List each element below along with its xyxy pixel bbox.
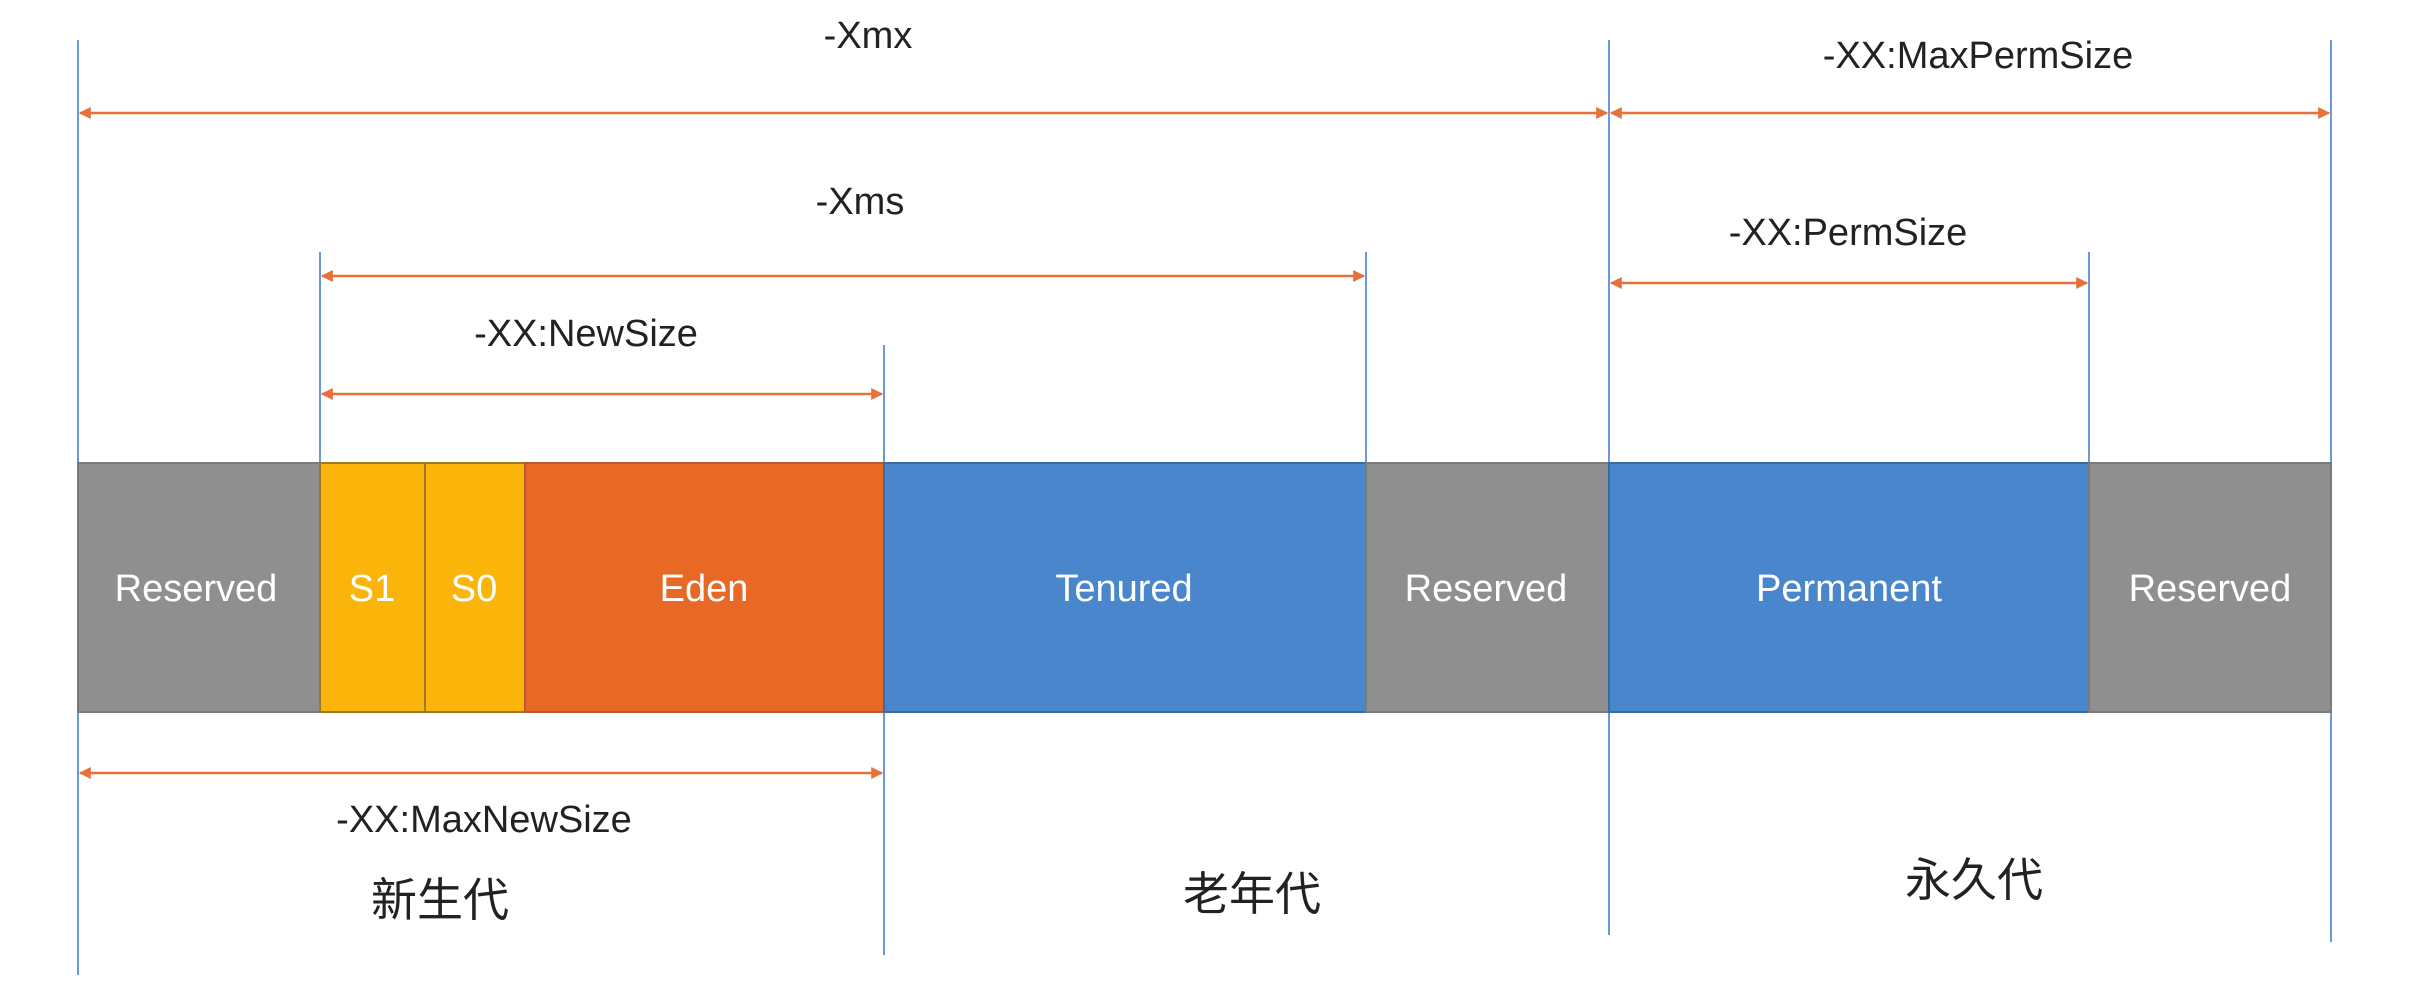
dimension-labels: -Xmx -XX:MaxPermSize -Xms -XX:PermSize -… (336, 15, 2133, 841)
tenured-segment (883, 462, 1367, 713)
xmx-label: -Xmx (824, 15, 913, 57)
segment-labels: Reserved S1 S0 Eden Tenured Reserved Per… (115, 568, 2292, 610)
perm-generation-label: 永久代 (1905, 854, 2043, 906)
young-generation-label: 新生代 (371, 874, 509, 926)
memory-bar (77, 462, 2332, 713)
reserved-old-label: Reserved (1405, 568, 1568, 610)
max-perm-size-label: -XX:MaxPermSize (1823, 35, 2133, 77)
s0-label: S0 (451, 568, 497, 610)
old-generation-label: 老年代 (1183, 868, 1321, 920)
reserved-young-label: Reserved (115, 568, 278, 610)
permanent-label: Permanent (1756, 568, 1942, 610)
eden-label: Eden (660, 568, 749, 610)
generation-labels: 新生代 老年代 永久代 (371, 854, 2043, 926)
s1-segment (319, 462, 426, 713)
s1-label: S1 (349, 568, 395, 610)
reserved-perm-segment (2088, 462, 2332, 713)
s0-segment (424, 462, 526, 713)
dimension-arrows (78, 107, 2331, 779)
reserved-old-segment (1365, 462, 1610, 713)
reserved-perm-label: Reserved (2129, 568, 2292, 610)
max-new-size-label: -XX:MaxNewSize (336, 799, 632, 841)
reserved-young-segment (77, 462, 321, 713)
tenured-label: Tenured (1055, 568, 1192, 610)
eden-segment (524, 462, 885, 713)
permanent-segment (1608, 462, 2090, 713)
xms-label: -Xms (816, 181, 905, 223)
perm-size-label: -XX:PermSize (1729, 212, 1968, 254)
new-size-label: -XX:NewSize (474, 313, 698, 355)
